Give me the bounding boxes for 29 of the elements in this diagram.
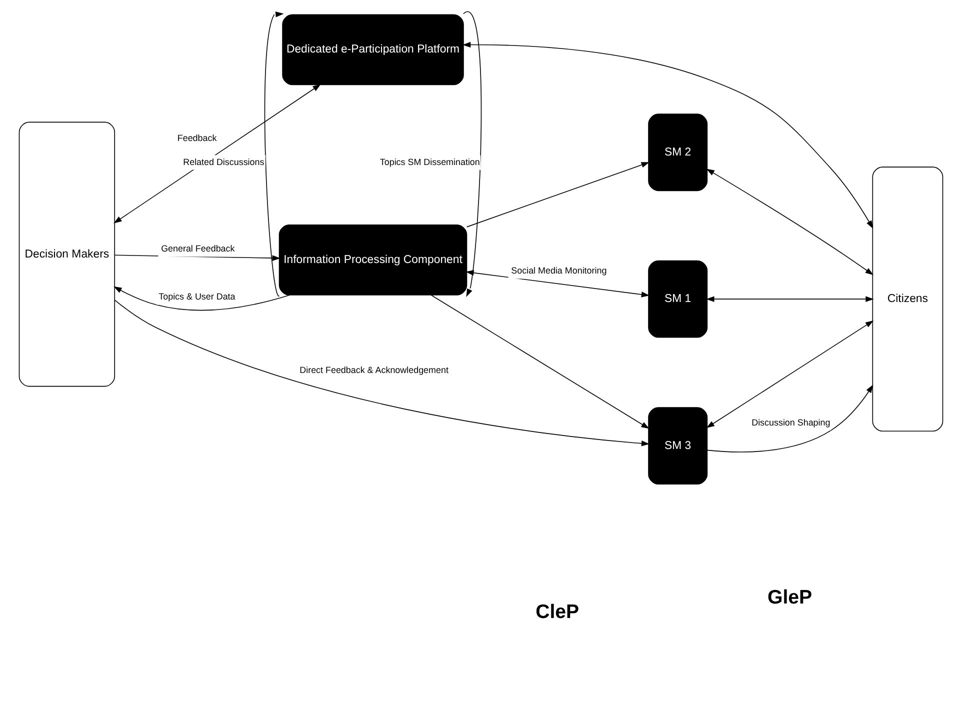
node-box: Decision Makers	[18, 122, 115, 387]
arrow	[462, 42, 873, 229]
arrow	[114, 300, 650, 446]
node-box: Citizens	[872, 166, 943, 432]
arrow	[706, 168, 873, 276]
edge-label: Topics SM Dissemination	[379, 156, 480, 167]
arrow	[264, 12, 284, 296]
edge-label: Direct Feedback & Acknowledgement	[299, 365, 448, 376]
arrow	[466, 162, 649, 228]
edge-label: Feedback	[176, 132, 216, 143]
arrow	[113, 286, 290, 311]
edge-label: General Feedback	[160, 244, 234, 254]
arrow	[706, 320, 874, 428]
edge-label: Related Discussions	[182, 156, 264, 167]
node-box: Information Processing Component	[278, 224, 467, 296]
node-box: SM 1	[648, 260, 708, 338]
node-box: Dedicated e-Participation Platform	[282, 14, 464, 86]
edge-label: Social Media Monitoring	[510, 266, 606, 276]
arrow	[462, 12, 482, 297]
edge-label: Topics & User Data	[158, 292, 235, 302]
label: CleP	[535, 600, 579, 623]
node-box: SM 3	[648, 407, 708, 485]
label: GleP	[767, 586, 812, 608]
arrow	[706, 384, 873, 452]
node-box: SM 2	[648, 114, 708, 192]
arrow	[113, 84, 320, 224]
arrow	[706, 296, 874, 302]
edge-label: Discussion Shaping	[751, 417, 830, 428]
arrow	[430, 294, 649, 429]
